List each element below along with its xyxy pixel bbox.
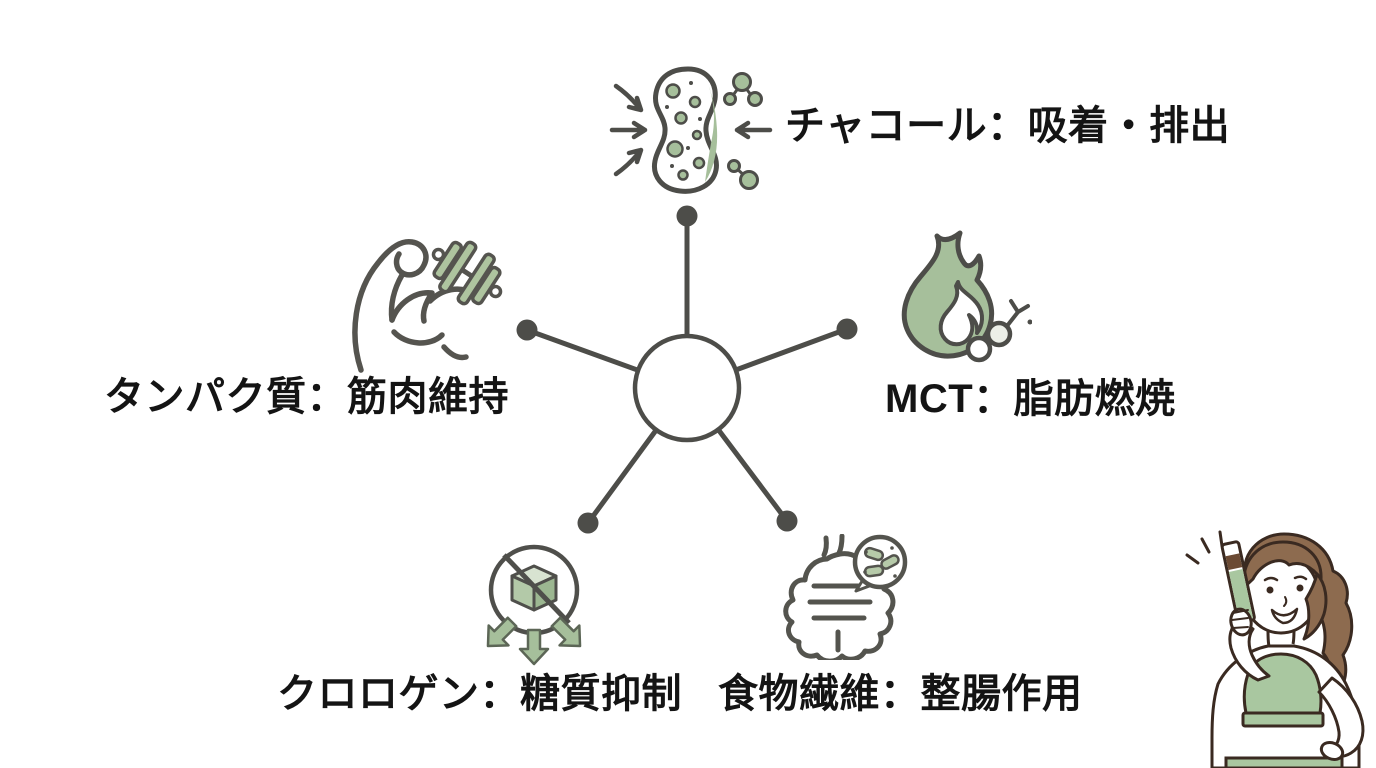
node-label-charcoal: チャコール：吸着・排出 bbox=[785, 104, 1231, 148]
spoke-dots bbox=[516, 205, 858, 534]
charcoal-adsorption-icon bbox=[609, 66, 773, 194]
fat-burning-flame-icon bbox=[901, 230, 1032, 363]
dumbbell bbox=[431, 240, 503, 306]
hair-bangs bbox=[1242, 540, 1323, 590]
node-label-mct: MCT：脂肪燃焼 bbox=[885, 377, 1176, 421]
hub-circle bbox=[632, 333, 742, 443]
face-features bbox=[1263, 575, 1308, 625]
top-band bbox=[1241, 711, 1325, 728]
sports-top bbox=[1242, 652, 1323, 715]
hand-on-hip bbox=[1319, 741, 1345, 761]
node-label-fiber: 食物繊維：整腸作用 bbox=[718, 672, 1083, 716]
no-sugar-cube-icon bbox=[486, 544, 582, 666]
sparkle-lines bbox=[1185, 530, 1224, 565]
supplement-stick bbox=[1220, 540, 1256, 625]
node-label-protein: タンパク質：筋肉維持 bbox=[104, 375, 509, 419]
intestine-bacteria-icon bbox=[783, 534, 908, 660]
hand-holding bbox=[1229, 607, 1253, 637]
waistband bbox=[1224, 756, 1344, 768]
muscle-dumbbell-icon bbox=[352, 239, 503, 373]
node-label-chlorogen: クロロゲン：糖質抑制 bbox=[277, 672, 682, 716]
woman-holding-supplement-stick bbox=[1185, 530, 1365, 768]
hair-side bbox=[1302, 572, 1328, 641]
